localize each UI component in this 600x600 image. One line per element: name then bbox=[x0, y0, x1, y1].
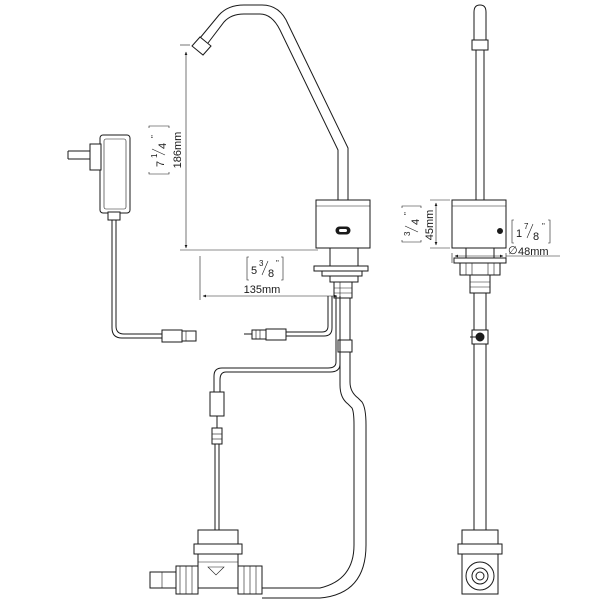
spout bbox=[191, 4, 349, 200]
reach-dimension: 135mm 5 3 8 " bbox=[199, 256, 341, 300]
svg-text:8: 8 bbox=[268, 268, 274, 280]
body-mm-label: 45mm bbox=[424, 210, 436, 241]
height-mm-label: 186mm bbox=[172, 132, 184, 169]
diameter-dimension: ∅ 48mm 1 7 8 " bbox=[451, 219, 560, 263]
side-valve bbox=[457, 529, 503, 595]
height-inch-label: 7 1 4 " bbox=[148, 125, 170, 175]
power-adapter bbox=[67, 134, 131, 221]
sensor-cables bbox=[213, 296, 341, 392]
diameter-inch-label: 1 7 8 " bbox=[511, 219, 551, 244]
svg-text:8: 8 bbox=[533, 231, 539, 243]
reach-inch-label: 5 3 8 " bbox=[246, 256, 284, 281]
svg-text:": " bbox=[403, 212, 412, 215]
svg-text:4: 4 bbox=[410, 219, 422, 225]
cable-connector-top bbox=[244, 328, 287, 341]
side-sensor-body bbox=[451, 199, 507, 249]
svg-text:7: 7 bbox=[155, 161, 167, 167]
svg-text:": " bbox=[150, 135, 159, 138]
height-dimension: 186mm 7 1 4 " bbox=[148, 44, 318, 251]
svg-text:": " bbox=[542, 222, 545, 231]
svg-text:5: 5 bbox=[251, 265, 257, 277]
svg-text:1: 1 bbox=[150, 153, 159, 158]
diameter-symbol: ∅ bbox=[508, 245, 518, 257]
svg-text:4: 4 bbox=[157, 143, 169, 149]
side-supply-hose bbox=[470, 293, 489, 530]
svg-text:7: 7 bbox=[524, 222, 529, 231]
body-height-dimension: 45mm 3 4 " bbox=[401, 199, 450, 249]
svg-text:1: 1 bbox=[516, 228, 522, 240]
svg-text:3: 3 bbox=[403, 231, 412, 236]
adapter-cable bbox=[111, 220, 162, 339]
body-inch-label: 3 4 " bbox=[401, 205, 422, 243]
spout-aerator bbox=[191, 36, 212, 56]
adapter-connector bbox=[161, 329, 197, 343]
side-spout bbox=[471, 4, 489, 200]
diameter-mm-label: 48mm bbox=[518, 246, 549, 258]
cable-connector-valve bbox=[209, 391, 225, 530]
sensor-window bbox=[335, 226, 351, 235]
supply-hose bbox=[262, 297, 367, 599]
mounting-base bbox=[313, 247, 369, 299]
solenoid-valve bbox=[149, 529, 263, 595]
svg-text:3: 3 bbox=[259, 259, 264, 268]
reach-mm-label: 135mm bbox=[244, 284, 281, 296]
svg-text:": " bbox=[276, 259, 279, 268]
side-mounting-base bbox=[453, 247, 507, 294]
sensor-body bbox=[315, 199, 371, 249]
